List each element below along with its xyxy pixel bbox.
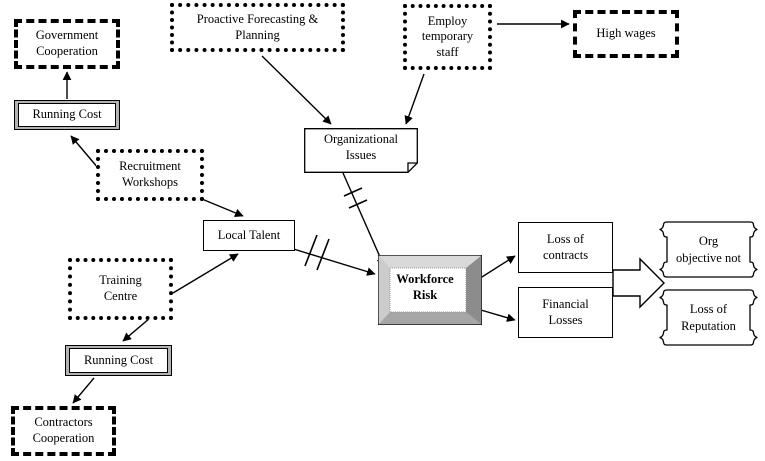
curly-box-shape <box>659 221 758 278</box>
node-government-cooperation[interactable]: Government Cooperation <box>14 19 120 69</box>
node-label: Loss of contracts <box>542 231 589 262</box>
node-label: Contractors Cooperation <box>32 415 95 445</box>
node-label: Local Talent <box>217 227 281 242</box>
node-contractors-cooperation[interactable]: Contractors Cooperation <box>11 406 116 456</box>
node-running-cost-top[interactable]: Running Cost <box>14 100 120 130</box>
node-label: Recruitment Workshops <box>119 159 181 189</box>
node-label: Training Centre <box>99 273 142 303</box>
bevel-box-shape <box>378 255 483 326</box>
edge-local-talent-to-workforce-risk <box>286 234 376 276</box>
edge-training-centre-to-local-talent <box>172 253 239 294</box>
node-training-centre[interactable]: Training Centre <box>68 258 173 320</box>
node-label: Financial Losses <box>542 296 589 327</box>
edge-training-centre-to-running-cost-bottom <box>122 317 151 342</box>
node-loss-of-reputation[interactable]: Loss of Reputation <box>657 289 760 346</box>
node-local-talent[interactable]: Local Talent <box>203 220 295 251</box>
note-shape <box>304 128 418 173</box>
node-org-objective-not[interactable]: Org objective not <box>657 221 760 278</box>
node-label: Organizational Issues <box>323 132 399 162</box>
node-label: Workforce Risk <box>396 271 454 302</box>
edge-proactive-forecasting-to-organizational-issues <box>261 55 332 125</box>
node-financial-losses[interactable]: Financial Losses <box>518 287 613 338</box>
node-running-cost-bottom[interactable]: Running Cost <box>65 345 172 376</box>
node-label: Employ temporary staff <box>421 13 474 59</box>
node-loss-of-contracts[interactable]: Loss of contracts <box>518 222 613 273</box>
node-employ-temporary-staff[interactable]: Employ temporary staff <box>403 4 492 70</box>
edge-organizational-issues-to-workforce-risk <box>342 172 385 267</box>
node-label: Running Cost <box>83 352 154 367</box>
node-label: Running Cost <box>32 107 102 122</box>
node-label: Loss of Reputation <box>681 302 736 333</box>
node-organizational-issues[interactable]: Organizational Issues <box>304 128 418 173</box>
node-workforce-risk[interactable]: Workforce Risk <box>378 255 483 326</box>
node-proactive-forecasting-planning[interactable]: Proactive Forecasting & Planning <box>170 3 345 52</box>
node-label: Org objective not <box>676 234 741 265</box>
node-label: Proactive Forecasting & Planning <box>196 11 319 42</box>
edge-running-cost-bottom-to-contractors-cooperation <box>72 377 95 404</box>
node-high-wages[interactable]: High wages <box>573 10 679 58</box>
node-recruitment-workshops[interactable]: Recruitment Workshops <box>96 149 204 201</box>
node-label: High wages <box>596 26 656 41</box>
edge-employ-temporary-staff-to-organizational-issues <box>404 73 425 125</box>
node-label: Government Cooperation <box>35 28 99 58</box>
